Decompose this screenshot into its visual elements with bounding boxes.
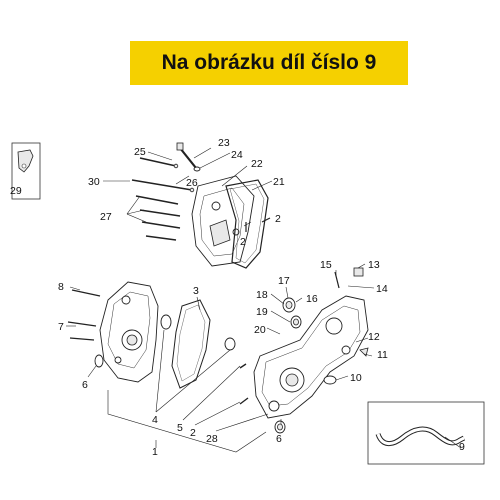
callout-22: 22: [251, 158, 263, 170]
banner-text: Na obrázku díl číslo 9: [161, 51, 377, 74]
callout-27: 27: [100, 211, 112, 223]
callout-12: 12: [368, 331, 380, 343]
callout-23: 23: [218, 137, 230, 149]
bushings-4: [160, 314, 236, 351]
callout-2-lower: 2: [190, 427, 196, 439]
callout-14: 14: [376, 283, 388, 295]
callout-2-upper: 2: [240, 236, 246, 248]
long-bolts: [131, 157, 195, 241]
callout-15: 15: [320, 259, 332, 271]
callout-17: 17: [278, 275, 290, 287]
callout-26: 26: [186, 177, 198, 189]
callout-3: 3: [193, 285, 199, 297]
callout-30: 30: [88, 176, 100, 188]
fittings: [239, 217, 369, 405]
callout-13: 13: [368, 259, 380, 271]
callout-19: 19: [256, 306, 268, 318]
callout-20: 20: [254, 324, 266, 336]
gasket-3: [171, 299, 211, 389]
clutch-cover: [191, 175, 255, 267]
part-29-inset: [11, 142, 41, 200]
left-crankcase: [67, 281, 159, 383]
part-9-inset: [367, 401, 485, 465]
callout-8: 8: [58, 281, 64, 293]
callout-18: 18: [256, 289, 268, 301]
callout-9: 9: [459, 441, 465, 453]
callout-5: 5: [177, 422, 183, 434]
dipstick: [176, 142, 201, 172]
callout-21: 21: [273, 176, 285, 188]
callout-29: 29: [10, 185, 22, 197]
callout-1: 1: [152, 446, 158, 458]
callout-6-right: 6: [276, 433, 282, 445]
callout-24: 24: [231, 149, 243, 161]
callout-28: 28: [206, 433, 218, 445]
callout-4: 4: [152, 414, 158, 426]
callout-16: 16: [306, 293, 318, 305]
callout-25: 25: [134, 146, 146, 158]
callout-6-left: 6: [82, 379, 88, 391]
leader-lines: [66, 147, 375, 453]
callout-10: 10: [350, 372, 362, 384]
callout-7: 7: [58, 321, 64, 333]
right-crankcase: [253, 295, 369, 419]
callout-11: 11: [377, 349, 388, 361]
bearings: [274, 297, 337, 434]
callout-2-upper-right: 2: [275, 213, 281, 225]
title-banner: Na obrázku díl číslo 9: [130, 41, 408, 85]
